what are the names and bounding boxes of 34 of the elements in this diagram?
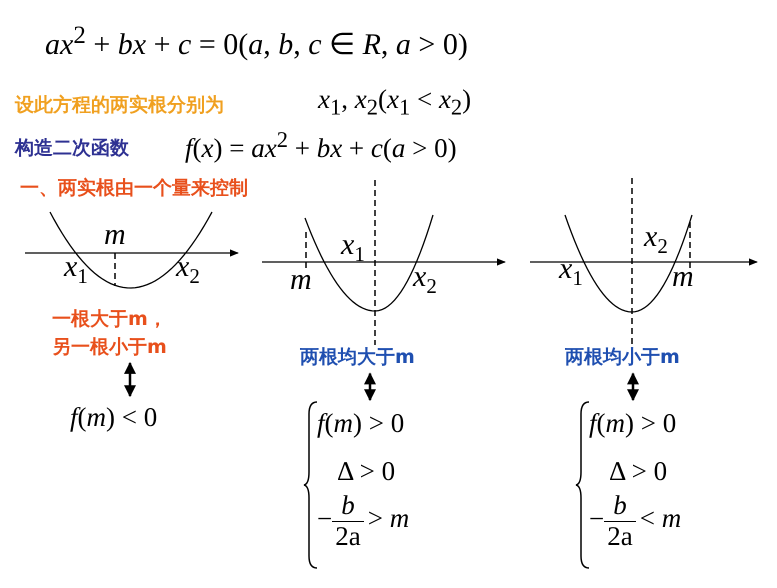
- condition-text: 两根均小于m: [565, 345, 680, 370]
- inequality-relation: > m: [368, 503, 410, 534]
- heading-text: 构造二次函数: [15, 136, 129, 161]
- axis-label: m: [672, 262, 694, 292]
- equation: ax$^{2}$ + bx + c = 0(a, b, c ∈ R, a > 0): [45, 22, 468, 62]
- root-label: x$_{2}$: [176, 252, 200, 287]
- double-arrow: [124, 362, 136, 398]
- root-label: x$_{1}$: [64, 252, 88, 287]
- fraction-numerator: b: [604, 491, 636, 522]
- axis-label: m: [104, 220, 126, 250]
- inequality: f(m) < 0: [70, 401, 158, 434]
- axis-label: m: [290, 265, 312, 295]
- minus-sign: −: [589, 503, 604, 534]
- double-arrow: [627, 372, 639, 402]
- root-label: x$_{1}$: [341, 230, 365, 265]
- fraction-denominator: 2a: [334, 522, 362, 552]
- minus-sign: −: [317, 503, 332, 534]
- root-label: x$_{2}$: [413, 262, 437, 297]
- condition-text: 一根大于m，另一根小于m: [52, 307, 168, 360]
- roots-formula: x$_{1}$, x$_{2}$(x$_{1}$ < x$_{2}$): [318, 84, 472, 120]
- inequality: Δ > 0: [609, 456, 668, 487]
- section-heading: 一、两实根由一个量来控制: [20, 176, 248, 201]
- inequality-relation: < m: [640, 503, 682, 534]
- root-label: x$_{1}$: [559, 254, 583, 289]
- condition-text: 设此方程的两实根分别为: [15, 93, 224, 118]
- condition-text: 两根均大于m: [300, 345, 415, 370]
- inequality: Δ > 0: [337, 456, 396, 487]
- function-formula: f(x) = ax$^{2}$ + bx + c(a > 0): [185, 127, 457, 164]
- root-label: x$_{2}$: [644, 222, 668, 257]
- inequality: f(m) > 0: [317, 408, 404, 440]
- fraction-numerator: b: [332, 491, 364, 522]
- double-arrow: [364, 372, 376, 402]
- inequality: f(m) > 0: [589, 408, 676, 440]
- fraction-denominator: 2a: [606, 522, 634, 552]
